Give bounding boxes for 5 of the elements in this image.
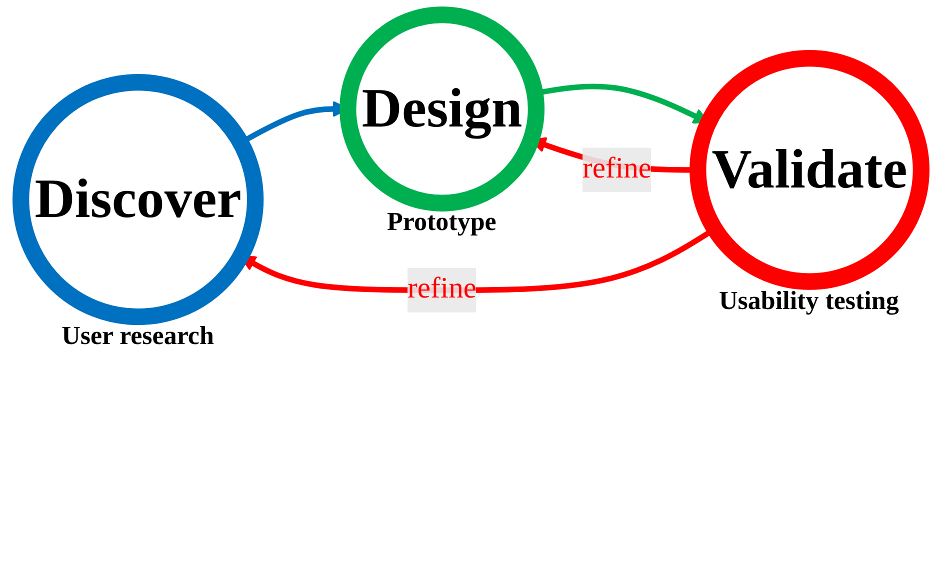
edge-label: refine (582, 153, 652, 185)
node-circle: Discover (12, 74, 264, 326)
node-circle: Design (339, 6, 544, 212)
node-circle: Validate (689, 50, 929, 290)
edge-label: refine (407, 273, 476, 305)
